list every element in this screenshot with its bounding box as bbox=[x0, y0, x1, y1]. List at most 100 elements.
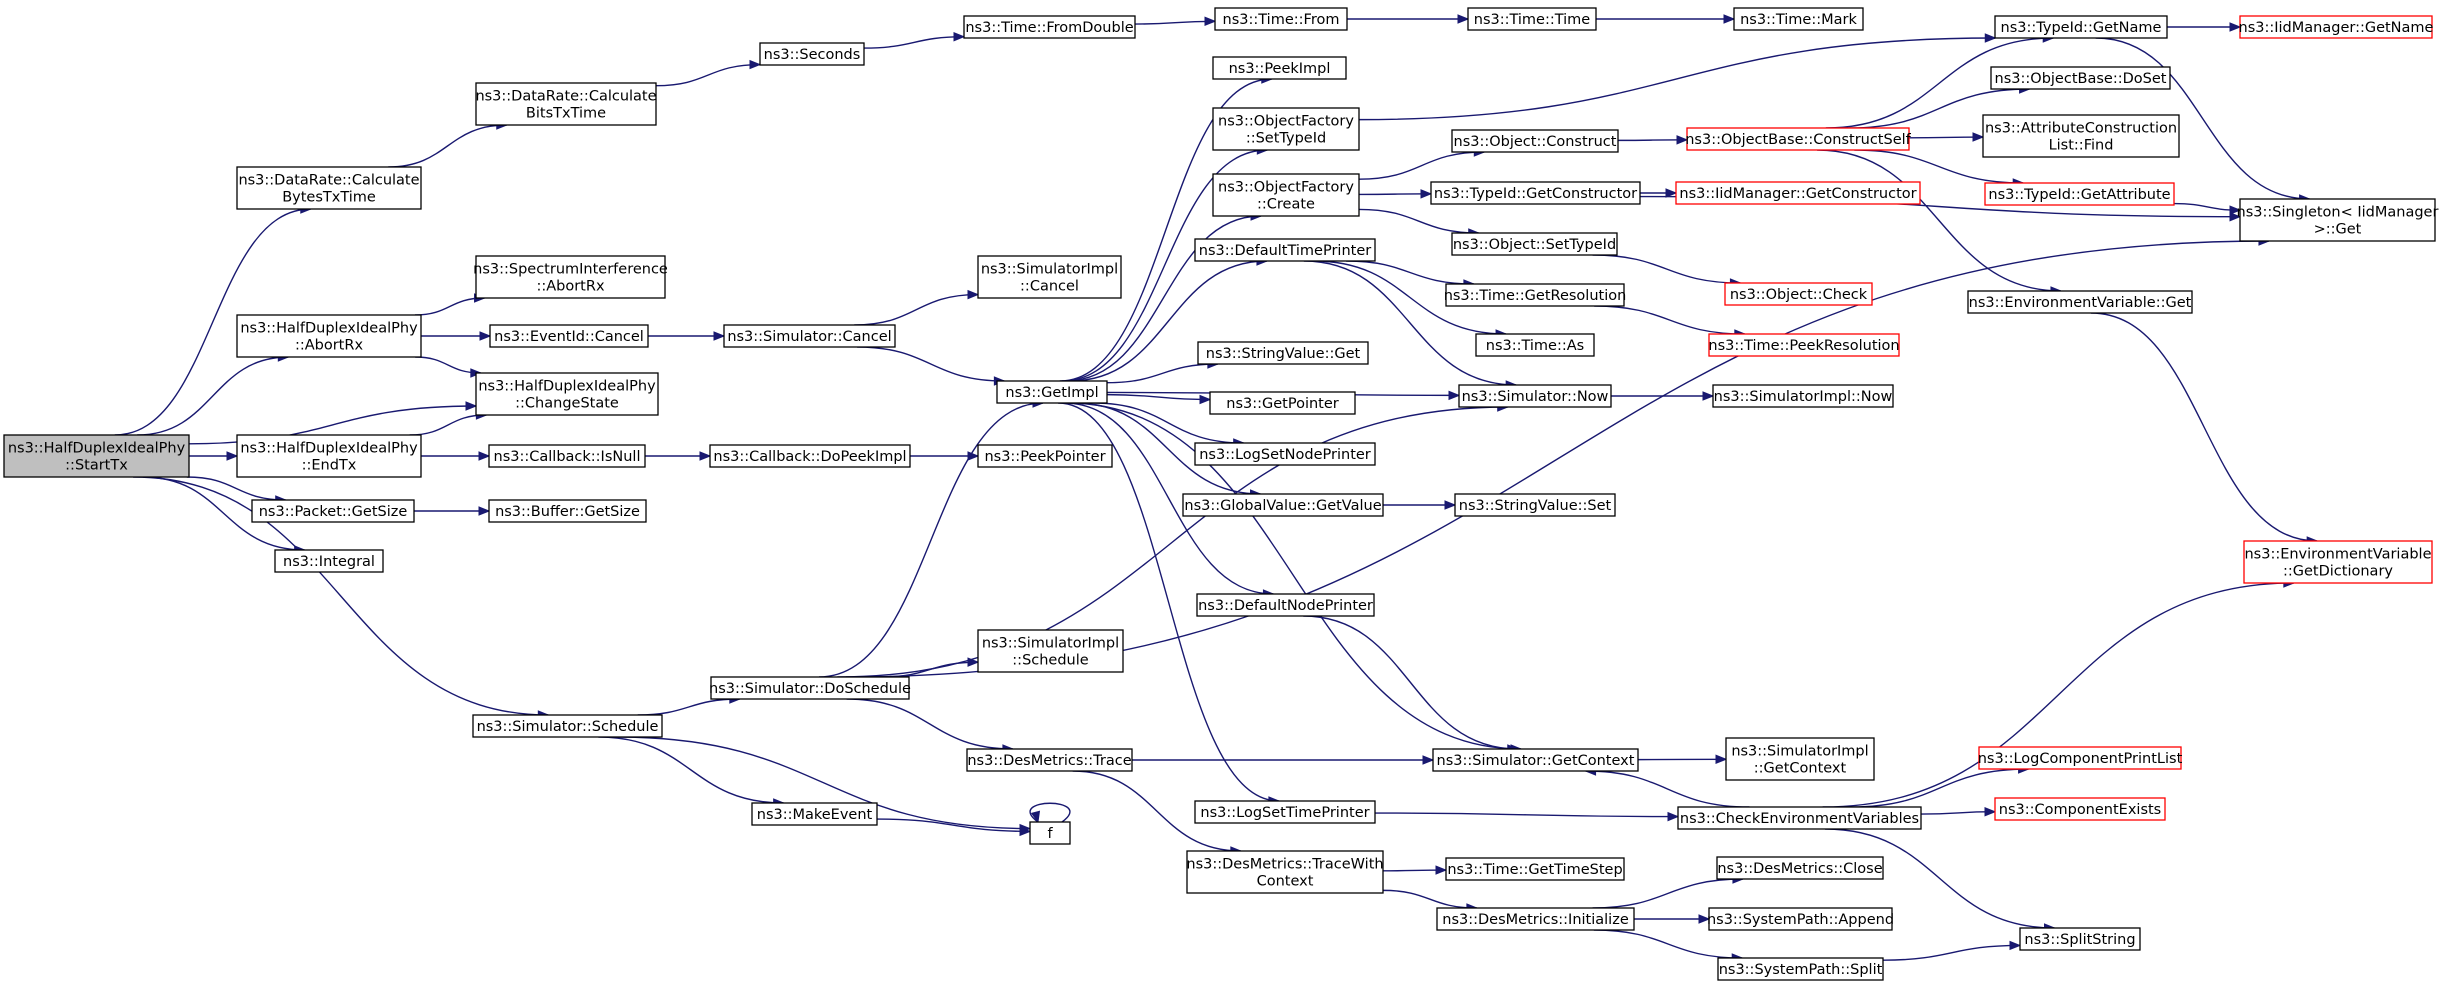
node-objConstruct[interactable]: ns3::Object::Construct bbox=[1451, 129, 1619, 153]
node-box[interactable] bbox=[2019, 927, 2141, 951]
node-box[interactable] bbox=[1432, 748, 1639, 772]
node-siCancel[interactable]: ns3::SimulatorImpl::Cancel bbox=[977, 255, 1122, 299]
node-checkEnv[interactable]: ns3::CheckEnvironmentVariables bbox=[1677, 806, 1922, 830]
node-changeState[interactable]: ns3::HalfDuplexIdealPhy::ChangeState bbox=[475, 372, 659, 416]
node-box[interactable] bbox=[488, 444, 646, 468]
node-box[interactable] bbox=[2239, 198, 2436, 242]
node-desClose[interactable]: ns3::DesMetrics::Close bbox=[1716, 856, 1884, 880]
node-timeAs[interactable]: ns3::Time::As bbox=[1475, 333, 1595, 357]
node-cbIsNull[interactable]: ns3::Callback::IsNull bbox=[488, 444, 646, 468]
node-box[interactable] bbox=[1451, 129, 1619, 153]
node-box[interactable] bbox=[1194, 442, 1376, 466]
node-pktSize[interactable]: ns3::Packet::GetSize bbox=[251, 499, 415, 523]
node-iidGetName[interactable]: ns3::IidManager::GetName bbox=[2239, 15, 2434, 39]
node-box[interactable] bbox=[1194, 238, 1376, 262]
node-spSplit[interactable]: ns3::SystemPath::Split bbox=[1717, 957, 1884, 981]
node-envGet[interactable]: ns3::EnvironmentVariable::Get bbox=[1967, 290, 2193, 314]
node-defNodePrinter[interactable]: ns3::DefaultNodePrinter bbox=[1196, 593, 1375, 617]
node-logSetNode[interactable]: ns3::LogSetNodePrinter bbox=[1194, 442, 1376, 466]
node-tidGetAttr[interactable]: ns3::TypeId::GetAttribute bbox=[1984, 182, 2175, 206]
node-timeTime[interactable]: ns3::Time::Time bbox=[1467, 7, 1597, 31]
node-fromDouble[interactable]: ns3::Time::FromDouble bbox=[963, 15, 1136, 39]
node-box[interactable] bbox=[996, 380, 1108, 404]
node-box[interactable] bbox=[1708, 333, 1900, 357]
node-peekPtr[interactable]: ns3::PeekPointer bbox=[977, 444, 1113, 468]
node-box[interactable] bbox=[1978, 746, 2182, 770]
node-box[interactable] bbox=[709, 444, 911, 468]
node-box[interactable] bbox=[3, 434, 190, 478]
node-doSchedule[interactable]: ns3::Simulator::DoSchedule bbox=[709, 676, 911, 700]
node-box[interactable] bbox=[1724, 282, 1873, 306]
node-timeFrom[interactable]: ns3::Time::From bbox=[1214, 7, 1348, 31]
node-box[interactable] bbox=[966, 748, 1133, 772]
node-box[interactable] bbox=[488, 499, 647, 523]
node-box[interactable] bbox=[1994, 15, 2168, 39]
node-singletonGet[interactable]: ns3::Singleton< IidManager >::Get bbox=[2237, 198, 2439, 242]
node-box[interactable] bbox=[1712, 384, 1894, 408]
node-box[interactable] bbox=[475, 372, 659, 416]
node-peekImpl[interactable]: ns3::PeekImpl bbox=[1212, 56, 1347, 80]
node-desInit[interactable]: ns3::DesMetrics::Initialize bbox=[1436, 907, 1635, 931]
node-box[interactable] bbox=[236, 314, 422, 358]
node-box[interactable] bbox=[1716, 856, 1884, 880]
node-tidGetCtor[interactable]: ns3::TypeId::GetConstructor bbox=[1430, 181, 1641, 205]
node-box[interactable] bbox=[1451, 232, 1618, 256]
node-box[interactable] bbox=[1194, 800, 1376, 824]
node-box[interactable] bbox=[251, 499, 415, 523]
node-box[interactable] bbox=[1733, 7, 1864, 31]
node-box[interactable] bbox=[1214, 7, 1348, 31]
node-bufSize[interactable]: ns3::Buffer::GetSize bbox=[488, 499, 647, 523]
node-box[interactable] bbox=[236, 166, 422, 210]
node-box[interactable] bbox=[1982, 114, 2180, 158]
node-getPointer[interactable]: ns3::GetPointer bbox=[1209, 391, 1356, 415]
node-timeMark[interactable]: ns3::Time::Mark bbox=[1733, 7, 1864, 31]
node-box[interactable] bbox=[1430, 181, 1641, 205]
node-box[interactable] bbox=[475, 255, 666, 299]
node-getImpl[interactable]: ns3::GetImpl bbox=[996, 380, 1108, 404]
node-box[interactable] bbox=[2239, 15, 2433, 39]
node-objSetTypeId[interactable]: ns3::Object::SetTypeId bbox=[1451, 232, 1618, 256]
node-box[interactable] bbox=[1212, 56, 1347, 80]
node-compExists[interactable]: ns3::ComponentExists bbox=[1994, 797, 2166, 821]
node-box[interactable] bbox=[1675, 181, 1921, 205]
node-box[interactable] bbox=[1212, 173, 1360, 217]
node-siGetCtx[interactable]: ns3::SimulatorImpl::GetContext bbox=[1725, 737, 1875, 781]
node-envGetDict[interactable]: ns3::EnvironmentVariable::GetDictionary bbox=[2243, 540, 2433, 584]
node-spAbort[interactable]: ns3::SpectrumInterference::AbortRx bbox=[473, 255, 668, 299]
node-box[interactable] bbox=[1717, 957, 1884, 981]
node-ofCreate[interactable]: ns3::ObjectFactory::Create bbox=[1212, 173, 1360, 217]
node-seconds[interactable]: ns3::Seconds bbox=[759, 42, 865, 66]
node-box[interactable] bbox=[1454, 493, 1616, 517]
node-box[interactable] bbox=[723, 324, 896, 348]
node-box[interactable] bbox=[977, 629, 1124, 673]
node-simSchedule[interactable]: ns3::Simulator::Schedule bbox=[472, 714, 663, 738]
node-eventCancel[interactable]: ns3::EventId::Cancel bbox=[489, 324, 649, 348]
node-box[interactable] bbox=[759, 42, 865, 66]
node-makeEvent[interactable]: ns3::MakeEvent bbox=[751, 802, 878, 826]
node-box[interactable] bbox=[1182, 493, 1384, 517]
node-box[interactable] bbox=[236, 434, 422, 478]
node-box[interactable] bbox=[1436, 907, 1635, 931]
node-box[interactable] bbox=[1725, 737, 1875, 781]
node-box[interactable] bbox=[1458, 384, 1612, 408]
node-splitString[interactable]: ns3::SplitString bbox=[2019, 927, 2141, 951]
node-tidGetName[interactable]: ns3::TypeId::GetName bbox=[1994, 15, 2168, 39]
node-box[interactable] bbox=[1708, 907, 1893, 931]
node-strValSet[interactable]: ns3::StringValue::Set bbox=[1454, 493, 1616, 517]
node-box[interactable] bbox=[1445, 283, 1625, 307]
node-box[interactable] bbox=[475, 82, 657, 126]
node-integral[interactable]: ns3::Integral bbox=[274, 549, 384, 573]
node-box[interactable] bbox=[977, 444, 1113, 468]
node-simGetCtx[interactable]: ns3::Simulator::GetContext bbox=[1432, 748, 1639, 772]
node-box[interactable] bbox=[751, 802, 878, 826]
node-simNow[interactable]: ns3::Simulator::Now bbox=[1458, 384, 1612, 408]
node-cbPeek[interactable]: ns3::Callback::DoPeekImpl bbox=[709, 444, 911, 468]
node-logCompPrint[interactable]: ns3::LogComponentPrintList bbox=[1978, 746, 2183, 770]
node-logSetTime[interactable]: ns3::LogSetTimePrinter bbox=[1194, 800, 1376, 824]
node-siNow[interactable]: ns3::SimulatorImpl::Now bbox=[1712, 384, 1894, 408]
node-box[interactable] bbox=[1686, 127, 1910, 151]
node-spAppend[interactable]: ns3::SystemPath::Append bbox=[1707, 907, 1894, 931]
